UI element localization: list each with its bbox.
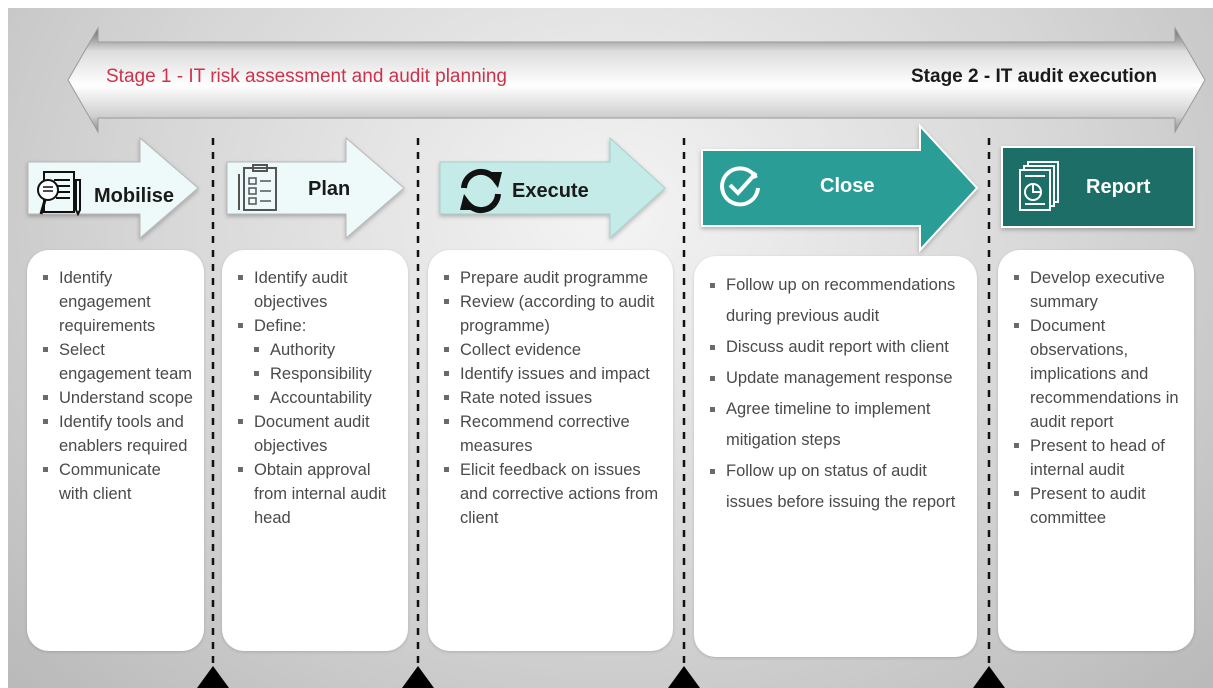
stage-2-label: Stage 2 - IT audit execution xyxy=(911,66,1157,87)
list-item: Present to audit committee xyxy=(1010,482,1184,530)
list-item: Elicit feedback on issues and corrective… xyxy=(440,458,663,530)
list-item: Obtain approval from internal audit head xyxy=(234,458,398,530)
list-item: Review (according to audit programme) xyxy=(440,290,663,338)
stage-1-label: Stage 1 - IT risk assessment and audit p… xyxy=(106,66,507,87)
divider-marker-2 xyxy=(402,666,434,688)
divider-marker-4 xyxy=(973,666,1005,688)
execute-arrow xyxy=(439,136,666,240)
list-item: Develop executive summary xyxy=(1010,266,1184,314)
refresh-arrows-icon xyxy=(456,168,506,214)
list-item: Recommend corrective measures xyxy=(440,410,663,458)
list-item: Authority xyxy=(234,338,398,362)
phase-header-report: Report xyxy=(1018,160,1150,214)
list-item: Rate noted issues xyxy=(440,386,663,410)
phase-header-plan: Plan xyxy=(236,164,350,214)
close-arrow xyxy=(701,123,979,253)
divider-marker-1 xyxy=(197,666,229,688)
check-circle-icon xyxy=(718,164,762,208)
list-item: Communicate with client xyxy=(39,458,194,506)
list-item: Discuss audit report with client xyxy=(706,332,967,363)
stage-arrow xyxy=(67,26,1206,134)
list-item: Agree timeline to implement mitigation s… xyxy=(706,394,967,456)
phase-header-mobilise: Mobilise xyxy=(34,170,174,222)
list-item: Identify audit objectives xyxy=(234,266,398,314)
magnifier-document-icon xyxy=(34,170,86,222)
phase-title-mobilise: Mobilise xyxy=(94,184,175,207)
list-item: Define: xyxy=(234,314,398,338)
list-item: Prepare audit programme xyxy=(440,266,663,290)
list-item: Document audit objectives xyxy=(234,410,398,458)
list-item: Identify engagement requirements xyxy=(39,266,194,338)
card-close: Follow up on recommendations during prev… xyxy=(694,256,977,657)
phase-title-report: Report xyxy=(1086,175,1151,198)
clipboard-checklist-icon xyxy=(236,164,282,214)
phase-header-execute: Execute xyxy=(456,168,589,214)
list-item: Understand scope xyxy=(39,386,194,410)
report-documents-icon xyxy=(1018,160,1066,214)
list-item: Accountability xyxy=(234,386,398,410)
plan-arrow xyxy=(226,136,405,240)
phase-title-execute: Execute xyxy=(512,179,589,202)
list-item: Document observations, implications and … xyxy=(1010,314,1184,434)
list-item: Follow up on status of audit issues befo… xyxy=(706,456,967,518)
list-item: Present to head of internal audit xyxy=(1010,434,1184,482)
list-item: Identify issues and impact xyxy=(440,362,663,386)
divider-marker-3 xyxy=(668,666,700,688)
list-item: Collect evidence xyxy=(440,338,663,362)
phase-title-plan: Plan xyxy=(308,177,351,200)
list-close: Follow up on recommendations during prev… xyxy=(706,270,967,518)
list-item: Update management response xyxy=(706,363,967,394)
list-item: Select engagement team xyxy=(39,338,194,386)
phase-header-close: Close xyxy=(718,164,874,208)
phase-title-close: Close xyxy=(820,174,875,197)
list-item: Follow up on recommendations during prev… xyxy=(706,270,967,332)
list-item: Responsibility xyxy=(234,362,398,386)
list-item: Identify tools and enablers required xyxy=(39,410,194,458)
